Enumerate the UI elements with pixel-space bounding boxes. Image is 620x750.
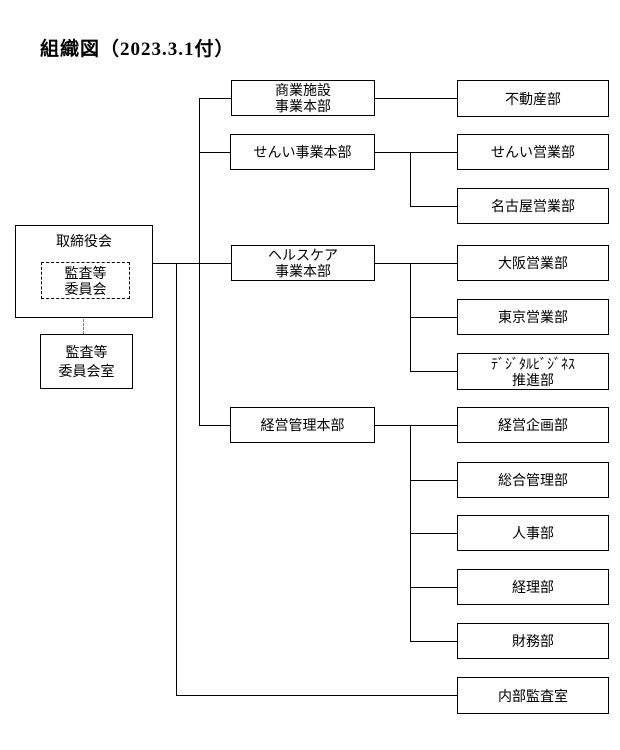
org-node-healthcare-division: ヘルスケア 事業本部	[231, 245, 375, 281]
connector-trunk-internal-audit	[176, 263, 177, 696]
org-node-real-estate-dept: 不動産部	[457, 80, 609, 117]
connector-line	[410, 371, 457, 372]
org-node-osaka-sales-dept: 大阪営業部	[457, 245, 609, 281]
connector-trunk-divisions	[199, 98, 200, 425]
connector-line	[375, 263, 457, 264]
org-node-audit-committee-office: 監査等 委員会室	[40, 334, 133, 389]
connector-line	[375, 98, 457, 99]
org-node-textile-sales-dept: せんい営業部	[457, 134, 609, 170]
connector-line	[199, 425, 230, 426]
connector-line	[199, 98, 231, 99]
org-node-hr-dept: 人事部	[457, 515, 609, 551]
org-node-nagoya-sales-dept: 名古屋営業部	[457, 188, 609, 224]
org-node-textile-division: せんい事業本部	[230, 134, 375, 170]
connector-line	[410, 587, 457, 588]
org-node-board-of-directors: 取締役会	[15, 225, 153, 318]
connector-line	[375, 425, 457, 426]
connector-dashed-audit-office	[83, 319, 84, 334]
org-node-accounting-dept: 経理部	[457, 569, 609, 605]
connector-line	[410, 641, 457, 642]
connector-line	[410, 480, 457, 481]
org-node-digital-business-dept: ﾃﾞｼﾞﾀﾙﾋﾞｼﾞﾈｽ 推進部	[457, 353, 609, 390]
connector-board-to-divisions	[153, 263, 231, 264]
org-node-finance-dept: 財務部	[457, 623, 609, 659]
connector-line	[410, 317, 457, 318]
connector-line	[410, 206, 457, 207]
connector-line	[410, 533, 457, 534]
org-node-audit-committee: 監査等 委員会	[41, 262, 130, 299]
connector-trunk-textile	[410, 152, 411, 206]
connector-line	[176, 695, 457, 696]
org-node-general-admin-dept: 総合管理部	[457, 462, 609, 498]
page-title: 組織図（2023.3.1付）	[40, 39, 235, 60]
org-node-management-division: 経営管理本部	[230, 407, 375, 443]
connector-line	[375, 152, 457, 153]
org-node-internal-audit-office: 内部監査室	[457, 677, 609, 714]
connector-line	[199, 152, 230, 153]
org-node-tokyo-sales-dept: 東京営業部	[457, 299, 609, 335]
org-node-commercial-facilities-division: 商業施設 事業本部	[231, 80, 375, 116]
org-node-corporate-planning-dept: 経営企画部	[457, 407, 609, 443]
